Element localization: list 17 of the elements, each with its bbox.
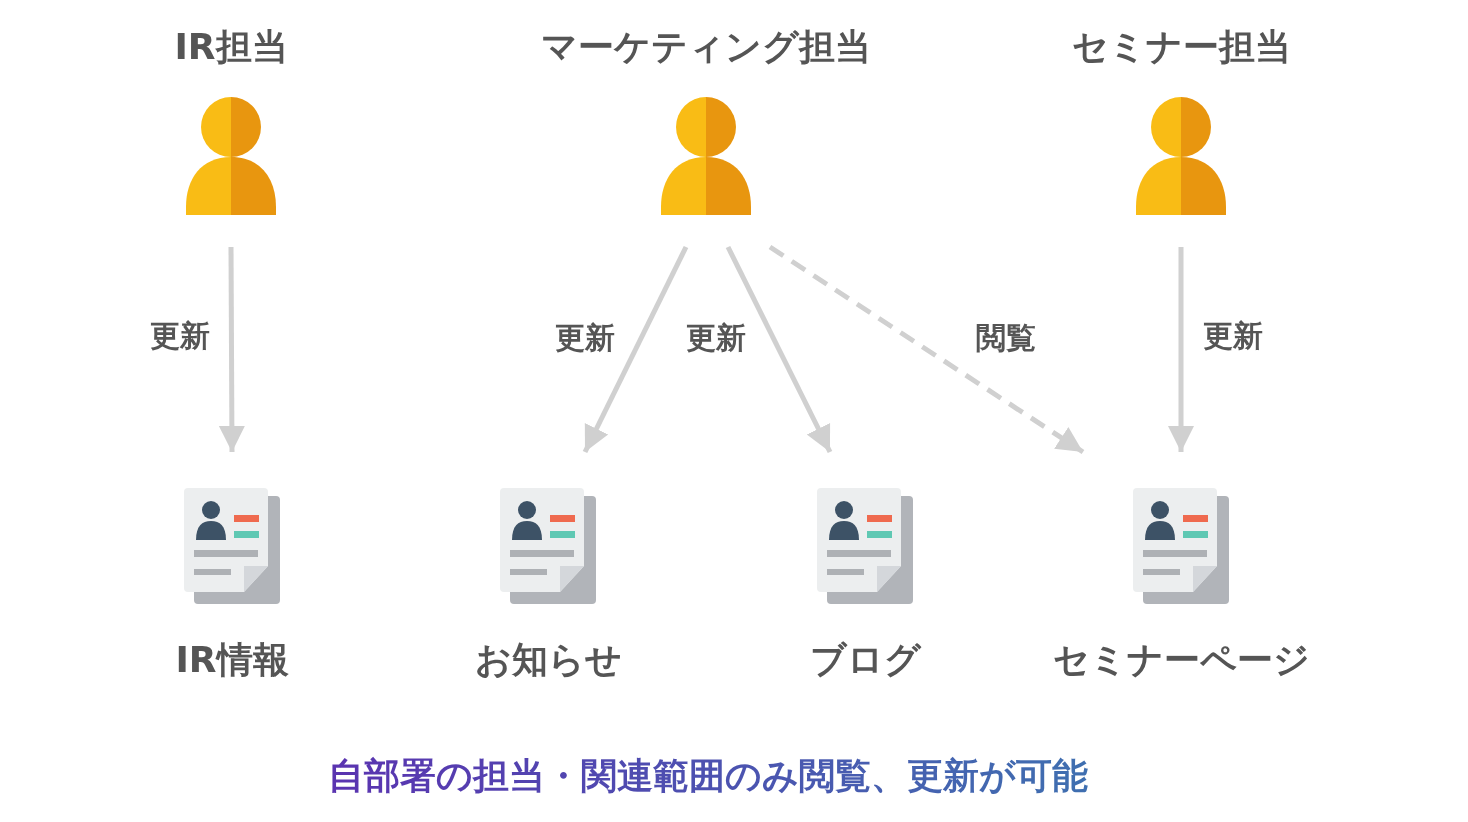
edge-label: 更新 (684, 320, 748, 356)
role-heading: IR担当 (173, 25, 289, 69)
edge-label: 更新 (553, 320, 617, 356)
page-label: ブログ (808, 638, 923, 682)
arrow (725, 245, 833, 454)
role-heading: マーケティング担当 (540, 25, 872, 69)
arrow (1168, 247, 1194, 452)
edge-label: 更新 (1201, 318, 1265, 354)
edge-label: 閲覧 (974, 320, 1038, 356)
arrow (768, 244, 1085, 455)
arrow (582, 245, 689, 454)
page-label: お知らせ (473, 638, 623, 682)
page-label: セミナーページ (1051, 638, 1311, 682)
edge-label: 更新 (148, 318, 212, 354)
role-heading: セミナー担当 (1070, 25, 1292, 69)
page-label: IR情報 (174, 638, 290, 682)
arrow (218, 247, 245, 452)
